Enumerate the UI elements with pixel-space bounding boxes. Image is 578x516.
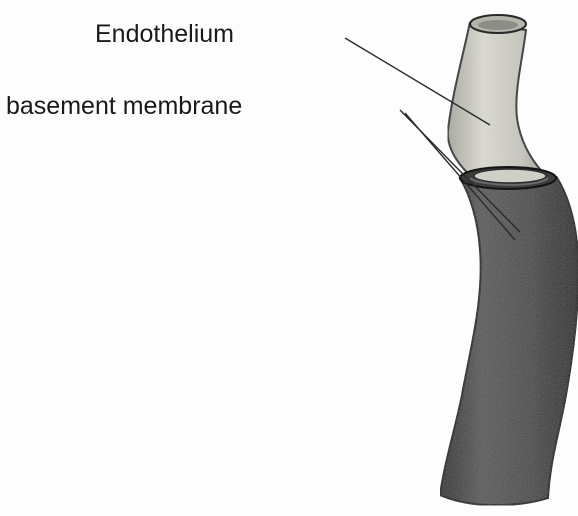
- basement-membrane-label: basement membrane: [6, 92, 242, 120]
- endothelium-label: Endothelium: [95, 20, 234, 48]
- endothelium-tube: [448, 15, 548, 180]
- basement-membrane-tube: [440, 167, 578, 505]
